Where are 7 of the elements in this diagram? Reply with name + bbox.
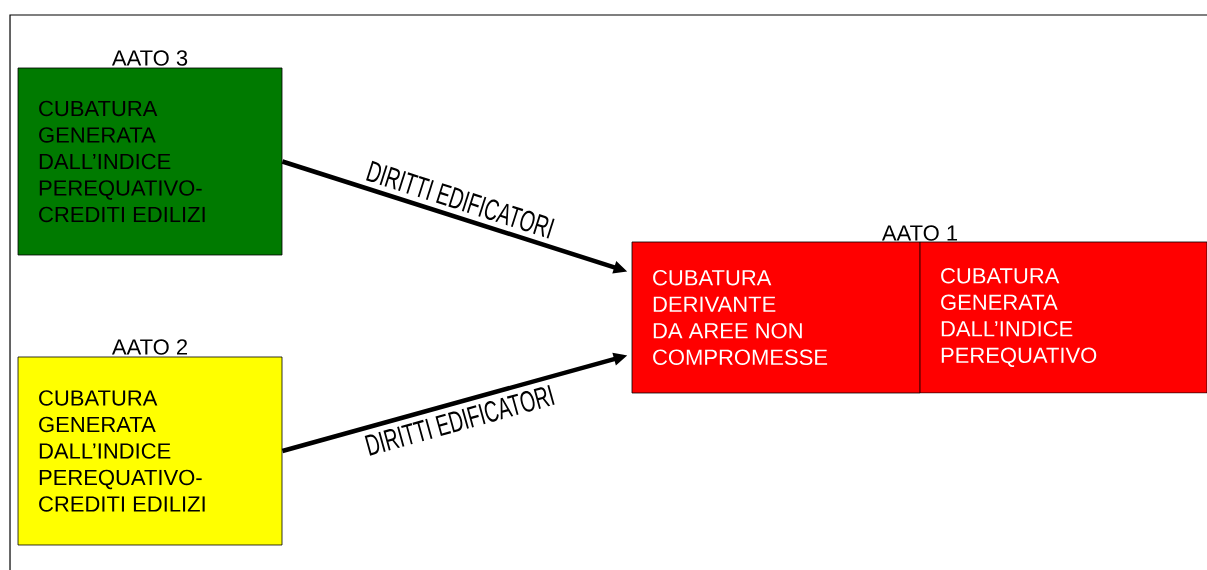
heading: AATO 1 bbox=[881, 225, 958, 241]
text-cell: CUBATURA GENERATA DALL’INDICE PEREQUATIVO bbox=[919, 241, 1207, 394]
text-cell: CUBATURA DERIVANTE DA AREE NON COMPROMESSE bbox=[631, 241, 921, 394]
text-box: CUBATURA GENERATA DALL’INDICE PEREQUATIVO- CREDITI EDILIZI bbox=[17, 356, 283, 546]
text-box: CUBATURA GENERATA DALL’INDICE PEREQUATIVO- CREDITI EDILIZI bbox=[17, 67, 283, 256]
heading: AATO 3 bbox=[111, 50, 188, 66]
heading: AATO 2 bbox=[111, 339, 187, 355]
